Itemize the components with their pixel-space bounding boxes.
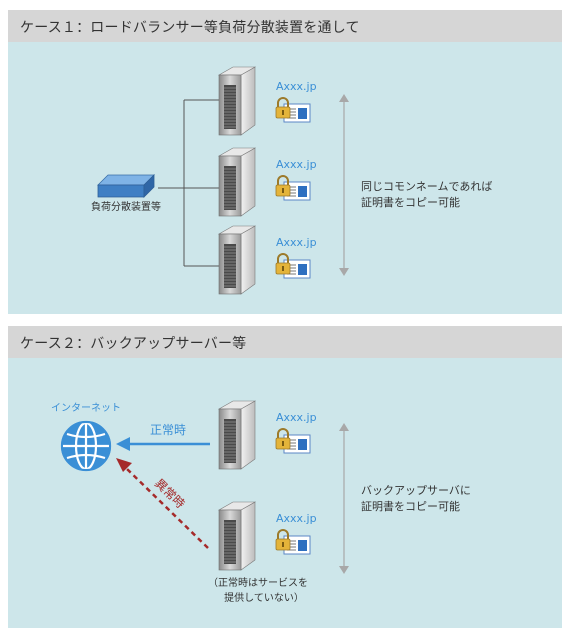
server-domain-label: Axxx.jp bbox=[276, 158, 317, 171]
normal-route-label: 正常時 bbox=[150, 423, 186, 437]
primary-server-icon bbox=[218, 400, 256, 470]
case2-note-line2: 証明書をコピー可能 bbox=[361, 499, 460, 513]
load-balancer-icon bbox=[97, 174, 155, 198]
case1-note-line2: 証明書をコピー可能 bbox=[361, 195, 460, 209]
failover-route-arrow bbox=[116, 458, 209, 549]
server-domain-label: Axxx.jp bbox=[276, 411, 317, 424]
failover-route-label: 異常時 bbox=[152, 476, 188, 511]
server-icon bbox=[218, 225, 256, 295]
load-balancer-label: 負荷分散装置等 bbox=[91, 200, 161, 213]
ssl-certificate-icon bbox=[275, 97, 311, 123]
ssl-certificate-icon bbox=[275, 175, 311, 201]
ssl-certificate-icon bbox=[275, 428, 311, 454]
server-icon bbox=[218, 147, 256, 217]
backup-server-icon bbox=[218, 501, 256, 571]
case1-title: ケース１：ロードバランサー等負荷分散装置を通して bbox=[20, 20, 360, 36]
normal-route-arrow bbox=[116, 437, 210, 451]
case2-title: ケース２：バックアップサーバー等 bbox=[20, 336, 247, 352]
range-double-arrow bbox=[339, 423, 349, 574]
case1-panel: ケース１：ロードバランサー等負荷分散装置を通して bbox=[8, 10, 562, 314]
case2-body bbox=[8, 358, 562, 628]
server-icon bbox=[218, 66, 256, 136]
case1-connection-lines bbox=[158, 99, 220, 267]
globe-icon bbox=[60, 420, 112, 472]
ssl-certificate-icon bbox=[275, 529, 311, 555]
case2-header: ケース２：バックアップサーバー等 bbox=[8, 326, 562, 358]
case1-diagram: 負荷分散装置等 Axxx.jp Axxx.jp Axxx.jp 同じコモンネーム… bbox=[91, 66, 492, 295]
ssl-certificate-icon bbox=[275, 253, 311, 279]
case1-note-line1: 同じコモンネームであれば bbox=[361, 180, 492, 193]
case2-note-line1: バックアップサーバに bbox=[361, 484, 471, 497]
internet-label: インターネット bbox=[51, 402, 121, 414]
standby-note-line1: （正常時はサービスを bbox=[208, 576, 308, 589]
range-double-arrow bbox=[339, 94, 349, 276]
server-domain-label: Axxx.jp bbox=[276, 80, 317, 93]
server-domain-label: Axxx.jp bbox=[276, 512, 317, 525]
case2-diagram: インターネット 正常時 異常時 bbox=[51, 400, 471, 604]
case1-header: ケース１：ロードバランサー等負荷分散装置を通して bbox=[8, 10, 562, 42]
server-domain-label: Axxx.jp bbox=[276, 236, 317, 249]
standby-note-line2: 提供していない） bbox=[224, 591, 304, 604]
case2-panel: ケース２：バックアップサーバー等 インターネット 正常時 bbox=[8, 326, 562, 628]
